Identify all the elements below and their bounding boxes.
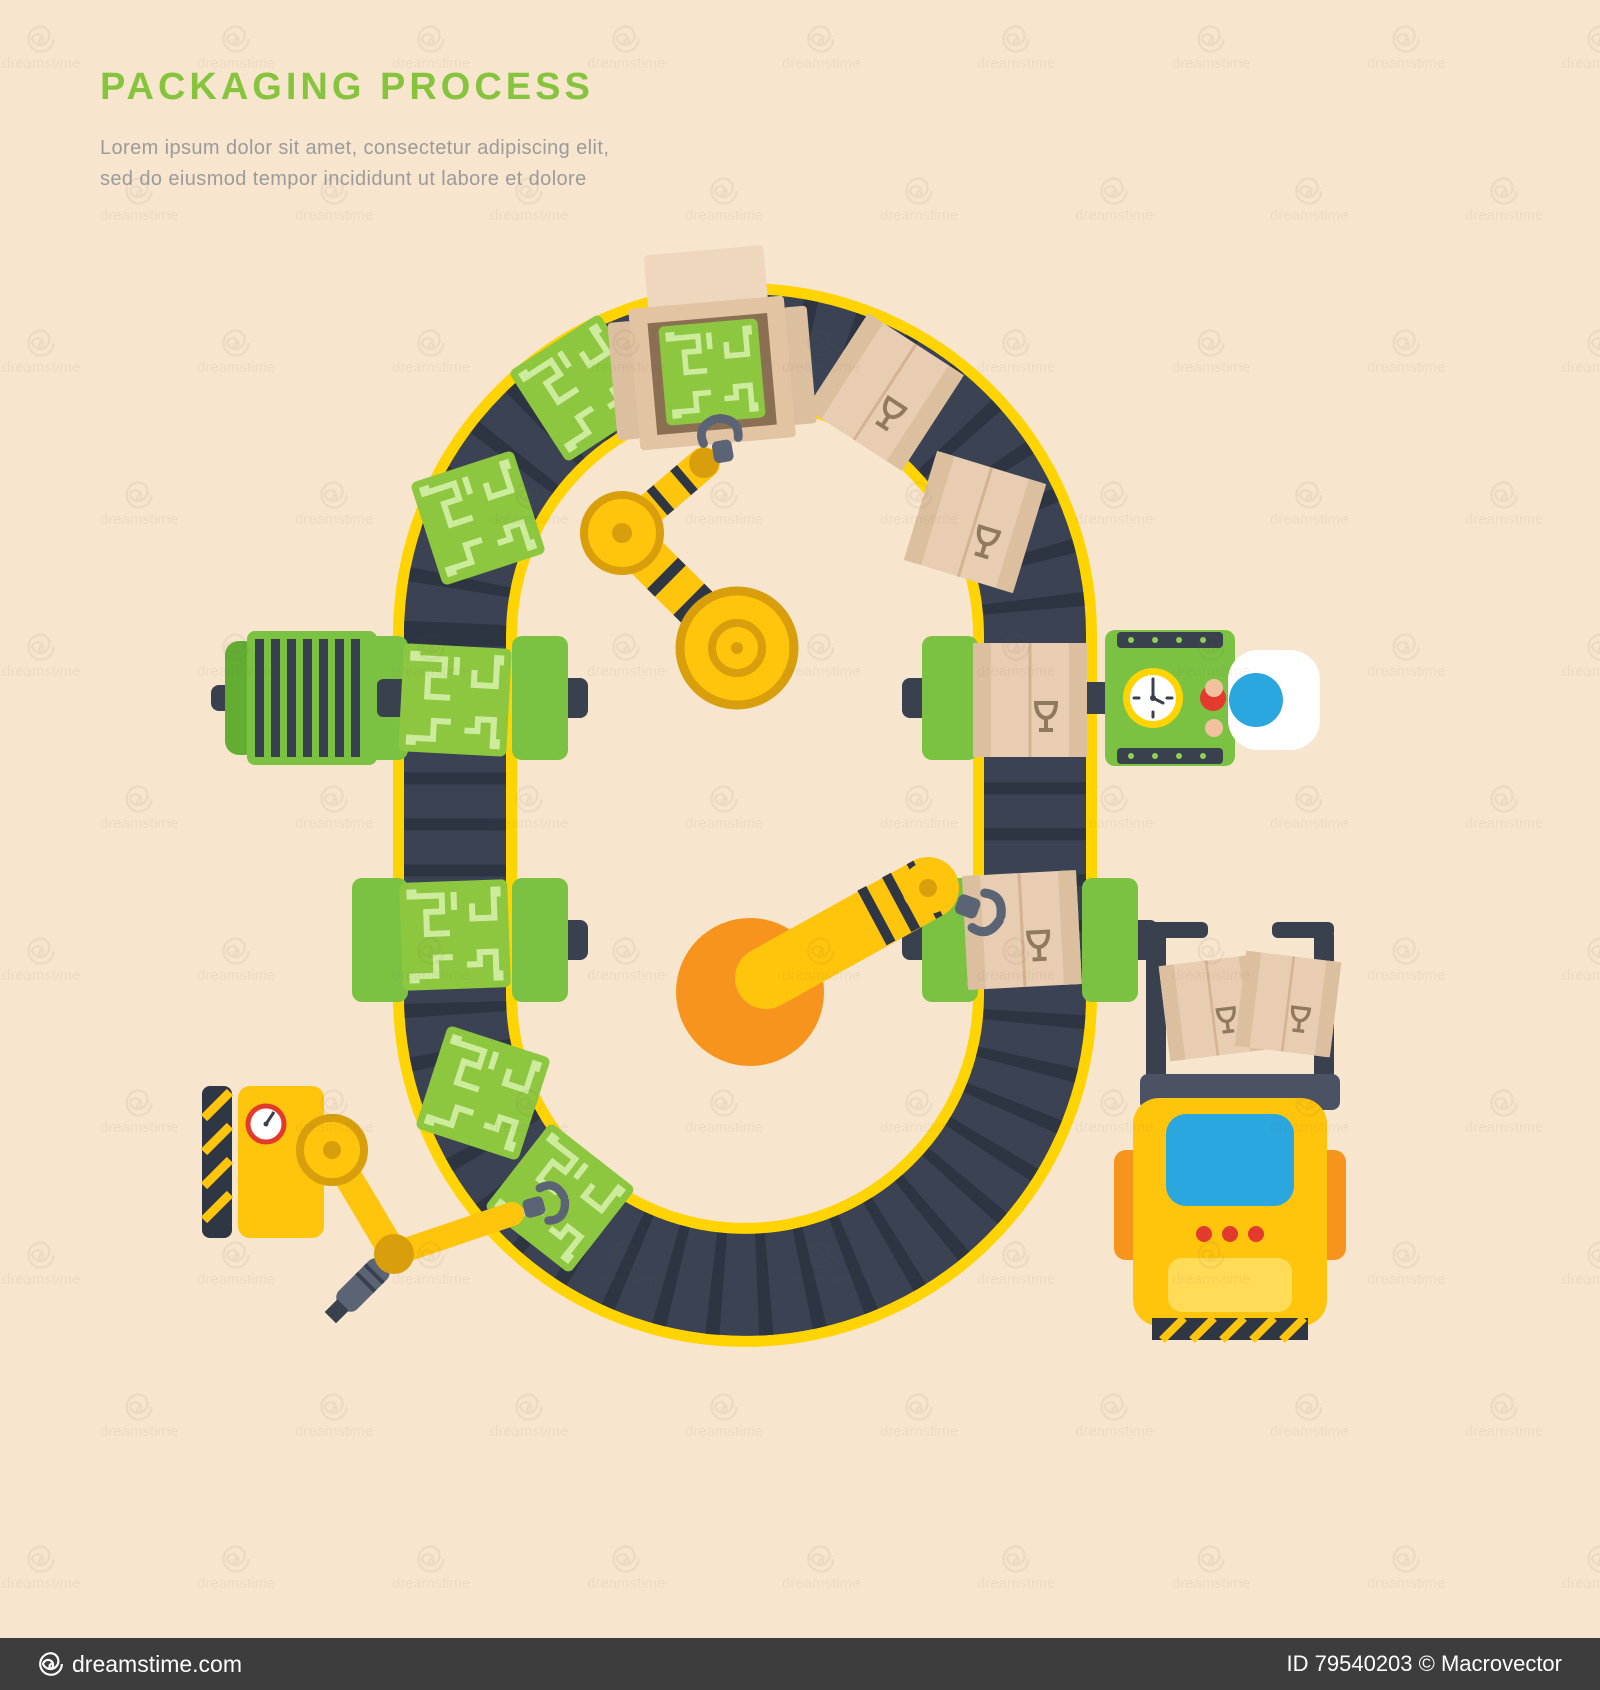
gauge-icon <box>245 1103 287 1145</box>
gauge-clock-icon <box>1123 668 1183 728</box>
windshield <box>1166 1114 1294 1206</box>
cardboard-box <box>971 641 1089 759</box>
subtitle-line-1: Lorem ipsum dolor sit amet, consectetur … <box>100 137 610 159</box>
subtitle: Lorem ipsum dolor sit amet, consectetur … <box>100 133 609 195</box>
inspection-robot-station <box>200 1086 569 1324</box>
pcb-board <box>398 643 512 757</box>
control-panel <box>1075 630 1235 766</box>
pcb-board <box>658 318 766 426</box>
cardboard-box <box>1232 948 1344 1060</box>
assembly-robot-arm <box>580 416 799 710</box>
conveyor-pad <box>902 636 978 760</box>
motor-machine <box>211 631 409 765</box>
subtitle-line-2: sed do eiusmod tempor incididunt ut labo… <box>100 168 587 190</box>
page-title: PACKAGING PROCESS <box>100 66 594 108</box>
pcb-board <box>399 879 511 991</box>
operator-head <box>1229 673 1283 727</box>
open-box <box>607 245 817 451</box>
header: PACKAGING PROCESS Lorem ipsum dolor sit … <box>100 66 609 195</box>
watermark-footer: dreamstime.com ID 79540203 © Macrovector <box>0 1638 1600 1690</box>
watermark-site-text: dreamstime.com <box>72 1650 242 1677</box>
conveyor-pad <box>512 878 588 1002</box>
packing-robot-arm <box>676 857 1007 1066</box>
transport-robot <box>1114 922 1346 1343</box>
watermark-credit-label: ID 79540203 © Macrovector <box>1286 1651 1562 1676</box>
operator <box>1205 650 1320 750</box>
dreamstime-spiral-icon <box>39 1652 63 1676</box>
drill-tool-icon <box>324 1258 390 1324</box>
watermark-site-label: dreamstime.com <box>38 1651 242 1678</box>
conveyor-pad <box>512 636 588 760</box>
